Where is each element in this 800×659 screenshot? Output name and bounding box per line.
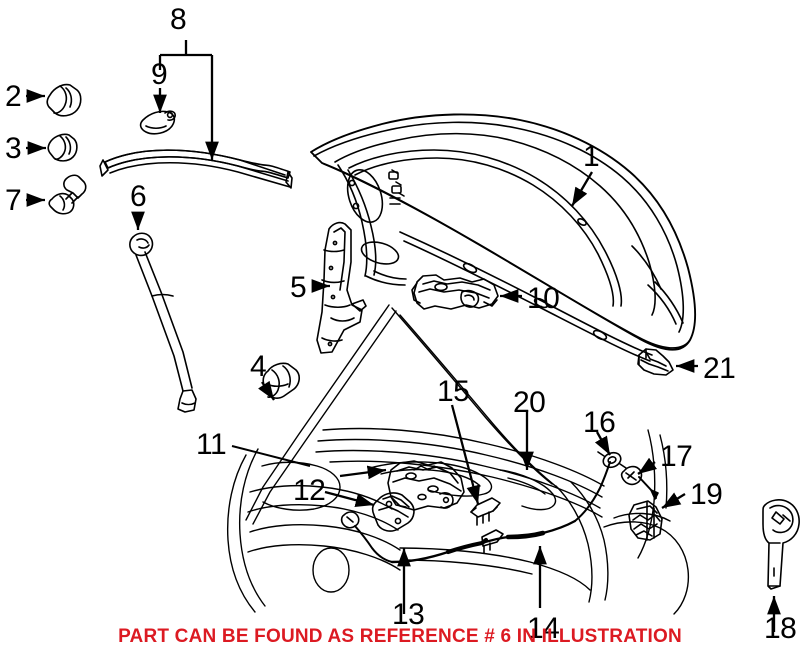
callout-label-7: 7 xyxy=(5,184,22,217)
callout-label-4: 4 xyxy=(250,350,267,383)
callout-label-17: 17 xyxy=(660,440,693,473)
part-hood-bumper-lower xyxy=(47,133,78,162)
part-hood-prop-rod-clip xyxy=(637,348,674,376)
leader-1 xyxy=(571,171,593,207)
callout-label-13: 13 xyxy=(392,598,425,631)
callout-label-18: 18 xyxy=(764,612,797,645)
part-hood-release-handle xyxy=(762,499,800,590)
part-hood-weatherstrip-seal xyxy=(99,149,293,189)
part-hood-release-cable xyxy=(340,461,611,564)
leader-15 xyxy=(450,404,480,505)
callout-label-15: 15 xyxy=(437,375,470,408)
part-hood-bumper-screw xyxy=(48,174,87,215)
part-hood-seal-clip xyxy=(139,110,176,135)
callout-label-6: 6 xyxy=(130,180,147,213)
callout-label-1: 1 xyxy=(583,140,600,173)
leader-12 xyxy=(324,490,375,507)
vehicle-body-outline xyxy=(226,304,690,615)
part-hood-panel xyxy=(310,113,696,362)
reference-note-banner: PART CAN BE FOUND AS REFERENCE # 6 IN IL… xyxy=(118,626,682,647)
part-release-handle-bracket xyxy=(628,500,663,541)
leader-11 xyxy=(231,445,311,467)
callout-label-16: 16 xyxy=(583,406,616,439)
callout-label-14: 14 xyxy=(527,612,560,645)
part-hinge-support-bracket xyxy=(316,221,367,354)
part-hood-hinge xyxy=(411,274,499,310)
leader-19 xyxy=(661,492,686,509)
callout-label-10: 10 xyxy=(527,282,560,315)
leader-17 xyxy=(637,457,658,475)
part-hood-bumper-upper xyxy=(46,83,82,117)
part-cable-grommet xyxy=(597,451,627,469)
leader-16 xyxy=(594,431,612,456)
callout-label-8: 8 xyxy=(170,3,187,36)
callout-label-3: 3 xyxy=(5,132,22,165)
callout-label-21: 21 xyxy=(703,352,736,385)
leader-4 xyxy=(258,380,275,401)
part-cable-clip xyxy=(620,465,659,500)
callout-leaders xyxy=(26,40,781,632)
callout-label-2: 2 xyxy=(5,80,22,113)
part-hood-lift-support-strut xyxy=(129,232,197,413)
callout-label-9: 9 xyxy=(151,58,168,91)
callout-label-19: 19 xyxy=(690,478,723,511)
part-hood-latch-assembly xyxy=(371,460,465,532)
callout-label-11: 11 xyxy=(196,428,227,461)
callout-label-5: 5 xyxy=(290,271,307,304)
callout-label-12: 12 xyxy=(293,474,326,507)
part-latch-retaining-clip xyxy=(470,497,501,526)
callout-label-20: 20 xyxy=(513,386,546,419)
